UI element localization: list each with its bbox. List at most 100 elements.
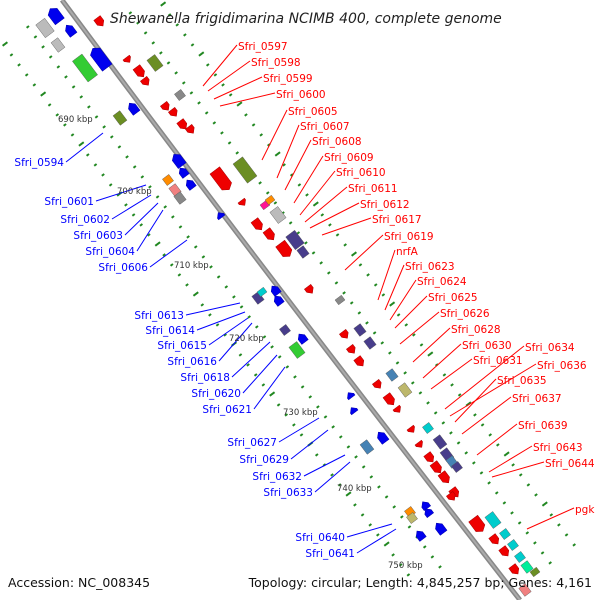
gene-feature[interactable] xyxy=(363,336,377,350)
gene-label-reverse[interactable]: Sfri_0632 xyxy=(252,471,302,483)
gene-feature[interactable] xyxy=(498,545,511,559)
gene-label-forward[interactable]: Sfri_0610 xyxy=(336,167,386,179)
gene-feature[interactable] xyxy=(423,451,436,465)
gene-feature[interactable] xyxy=(348,405,359,416)
gene-feature[interactable] xyxy=(112,110,128,126)
gene-label-reverse[interactable]: Sfri_0629 xyxy=(239,454,289,466)
gene-feature[interactable] xyxy=(392,404,403,415)
gene-label-reverse[interactable]: Sfri_0602 xyxy=(60,214,110,226)
gene-feature[interactable] xyxy=(520,560,534,574)
gene-feature[interactable] xyxy=(414,529,427,542)
gene-feature[interactable] xyxy=(279,324,291,336)
gene-feature[interactable] xyxy=(72,53,98,83)
gene-feature[interactable] xyxy=(406,512,418,524)
gene-feature[interactable] xyxy=(285,229,305,251)
gene-feature[interactable] xyxy=(177,166,190,179)
gene-feature[interactable] xyxy=(140,76,151,87)
gene-feature[interactable] xyxy=(272,294,285,307)
gene-label-forward[interactable]: Sfri_0630 xyxy=(462,340,512,352)
gene-label-forward[interactable]: Sfri_0628 xyxy=(451,324,501,336)
gene-feature[interactable] xyxy=(406,424,417,435)
gene-feature[interactable] xyxy=(529,566,541,578)
gene-label-forward[interactable]: Sfri_0636 xyxy=(537,360,587,372)
gene-label-forward[interactable]: Sfri_0605 xyxy=(288,106,338,118)
gene-label-forward[interactable]: Sfri_0623 xyxy=(405,261,455,273)
gene-label-forward[interactable]: Sfri_0607 xyxy=(300,121,350,133)
gene-feature[interactable] xyxy=(414,439,425,450)
gene-label-reverse[interactable]: Sfri_0620 xyxy=(191,388,241,400)
gene-feature[interactable] xyxy=(518,583,532,597)
gene-label-forward[interactable]: Sfri_0634 xyxy=(525,342,575,354)
gene-feature[interactable] xyxy=(372,379,383,390)
gene-feature[interactable] xyxy=(168,107,179,118)
gene-label-forward[interactable]: Sfri_0644 xyxy=(545,458,595,470)
gene-label-forward[interactable]: Sfri_0635 xyxy=(497,375,547,387)
gene-label-forward[interactable]: Sfri_0624 xyxy=(417,276,467,288)
gene-label-reverse[interactable]: Sfri_0627 xyxy=(227,437,277,449)
gene-label-reverse[interactable]: Sfri_0594 xyxy=(14,157,64,169)
gene-feature[interactable] xyxy=(170,151,187,169)
gene-feature[interactable] xyxy=(346,344,357,355)
gene-feature[interactable] xyxy=(429,460,444,476)
gene-label-forward[interactable]: Sfri_0617 xyxy=(372,214,422,226)
gene-label-forward[interactable]: Sfri_0631 xyxy=(473,355,523,367)
gene-feature[interactable] xyxy=(174,89,186,101)
gene-label-reverse[interactable]: Sfri_0613 xyxy=(134,310,184,322)
gene-label-forward[interactable]: Sfri_0609 xyxy=(324,152,374,164)
gene-feature[interactable] xyxy=(375,430,390,445)
gene-label-forward[interactable]: Sfri_0599 xyxy=(263,73,313,85)
gene-feature[interactable] xyxy=(419,499,431,511)
gene-feature[interactable] xyxy=(176,118,189,132)
gene-feature[interactable] xyxy=(353,355,366,369)
gene-label-reverse[interactable]: Sfri_0615 xyxy=(157,340,207,352)
gene-feature[interactable] xyxy=(296,245,310,259)
gene-feature[interactable] xyxy=(275,239,295,260)
gene-label-forward[interactable]: Sfri_0625 xyxy=(428,292,478,304)
gene-feature[interactable] xyxy=(468,514,488,535)
gene-feature[interactable] xyxy=(433,521,448,536)
gene-feature[interactable] xyxy=(126,101,141,116)
gene-feature[interactable] xyxy=(422,422,434,434)
gene-label-forward[interactable]: Sfri_0608 xyxy=(312,136,362,148)
gene-label-reverse[interactable]: Sfri_0601 xyxy=(44,196,94,208)
gene-label-forward[interactable]: Sfri_0600 xyxy=(276,89,326,101)
gene-label-forward[interactable]: Sfri_0611 xyxy=(348,183,398,195)
gene-feature[interactable] xyxy=(422,506,434,518)
gene-feature[interactable] xyxy=(122,54,133,65)
gene-feature[interactable] xyxy=(296,332,309,345)
gene-label-reverse[interactable]: Sfri_0641 xyxy=(305,548,355,560)
gene-feature[interactable] xyxy=(146,54,164,72)
gene-feature[interactable] xyxy=(382,392,397,408)
gene-feature[interactable] xyxy=(184,178,197,191)
gene-feature[interactable] xyxy=(353,323,367,337)
gene-feature[interactable] xyxy=(50,37,66,53)
gene-feature[interactable] xyxy=(484,511,502,529)
gene-label-reverse[interactable]: Sfri_0614 xyxy=(145,325,195,337)
gene-feature[interactable] xyxy=(264,194,276,206)
gene-feature[interactable] xyxy=(451,461,463,473)
gene-label-forward[interactable]: Sfri_0643 xyxy=(533,442,583,454)
gene-feature[interactable] xyxy=(269,206,287,224)
gene-label-reverse[interactable]: Sfri_0618 xyxy=(180,372,230,384)
gene-feature[interactable] xyxy=(93,15,106,29)
gene-feature[interactable] xyxy=(385,368,399,382)
gene-feature[interactable] xyxy=(63,23,78,38)
gene-feature[interactable] xyxy=(269,284,282,297)
gene-label-forward[interactable]: Sfri_0612 xyxy=(360,199,410,211)
gene-label-reverse[interactable]: Sfri_0633 xyxy=(263,487,313,499)
gene-feature[interactable] xyxy=(514,551,526,563)
gene-feature[interactable] xyxy=(35,17,55,39)
gene-feature[interactable] xyxy=(88,45,113,72)
gene-feature[interactable] xyxy=(288,341,306,359)
gene-feature[interactable] xyxy=(250,217,265,233)
gene-feature[interactable] xyxy=(432,434,448,450)
gene-label-reverse[interactable]: Sfri_0621 xyxy=(202,404,252,416)
gene-label-reverse[interactable]: Sfri_0603 xyxy=(73,230,123,242)
gene-label-forward[interactable]: Sfri_0619 xyxy=(384,231,434,243)
gene-feature[interactable] xyxy=(499,528,511,540)
gene-label-forward[interactable]: Sfri_0637 xyxy=(512,393,562,405)
gene-feature[interactable] xyxy=(237,197,248,208)
gene-feature[interactable] xyxy=(488,533,501,547)
gene-feature[interactable] xyxy=(437,470,452,486)
gene-feature[interactable] xyxy=(256,286,268,298)
